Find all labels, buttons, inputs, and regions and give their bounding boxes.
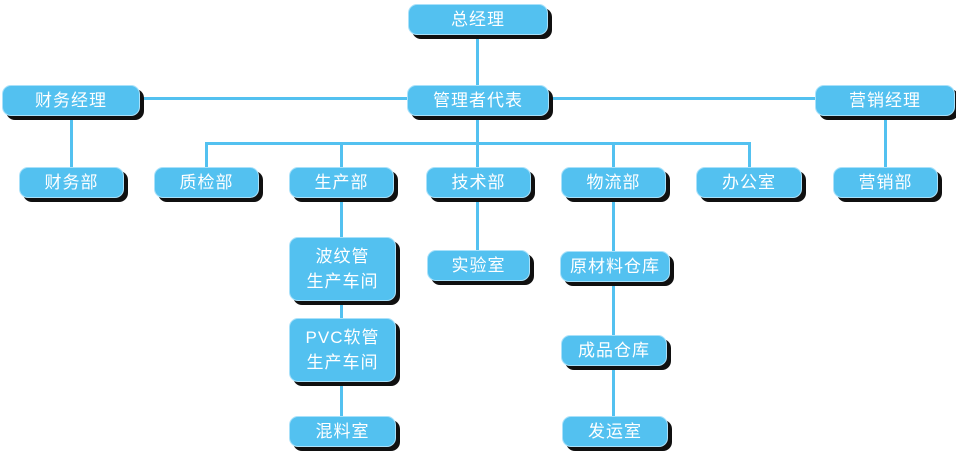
connector-line <box>612 366 615 416</box>
org-node-finance-dept: 财务部 <box>19 167 124 198</box>
org-node-finished-goods-warehouse: 成品仓库 <box>561 335 667 366</box>
connector-line <box>476 198 479 250</box>
connector-line <box>549 97 815 100</box>
connector-line <box>340 382 343 416</box>
org-node-quality-inspection-dept: 质检部 <box>154 167 259 198</box>
connector-line <box>748 142 751 167</box>
connector-line <box>205 142 208 167</box>
connector-line <box>884 114 887 167</box>
org-node-raw-material-warehouse: 原材料仓库 <box>560 251 670 282</box>
org-node-marketing-dept: 营销部 <box>833 167 938 198</box>
org-node-production-dept: 生产部 <box>289 167 394 198</box>
org-node-management-representative: 管理者代表 <box>407 85 549 116</box>
org-node-mixing-room: 混料室 <box>289 416 396 447</box>
connector-line <box>476 33 479 85</box>
org-node-logistics-dept: 物流部 <box>561 167 666 198</box>
org-node-marketing-manager: 营销经理 <box>815 85 955 116</box>
org-node-general-manager: 总经理 <box>408 4 548 35</box>
connector-line <box>340 301 343 318</box>
connector-line <box>205 142 751 145</box>
connector-line <box>476 116 479 167</box>
connector-line <box>340 198 343 237</box>
org-node-pvc-hose-workshop: PVC软管 生产车间 <box>289 318 396 382</box>
org-node-finance-manager: 财务经理 <box>2 85 140 116</box>
connector-line <box>340 142 343 167</box>
org-node-technology-dept: 技术部 <box>426 167 531 198</box>
connector-line <box>140 97 407 100</box>
org-node-corrugated-pipe-workshop: 波纹管 生产车间 <box>289 237 396 301</box>
connector-line <box>612 142 615 167</box>
connector-line <box>70 114 73 167</box>
connector-line <box>612 282 615 335</box>
connector-line <box>612 198 615 251</box>
org-node-shipping-room: 发运室 <box>562 416 668 447</box>
org-node-office: 办公室 <box>696 167 802 198</box>
org-node-laboratory: 实验室 <box>427 250 530 281</box>
